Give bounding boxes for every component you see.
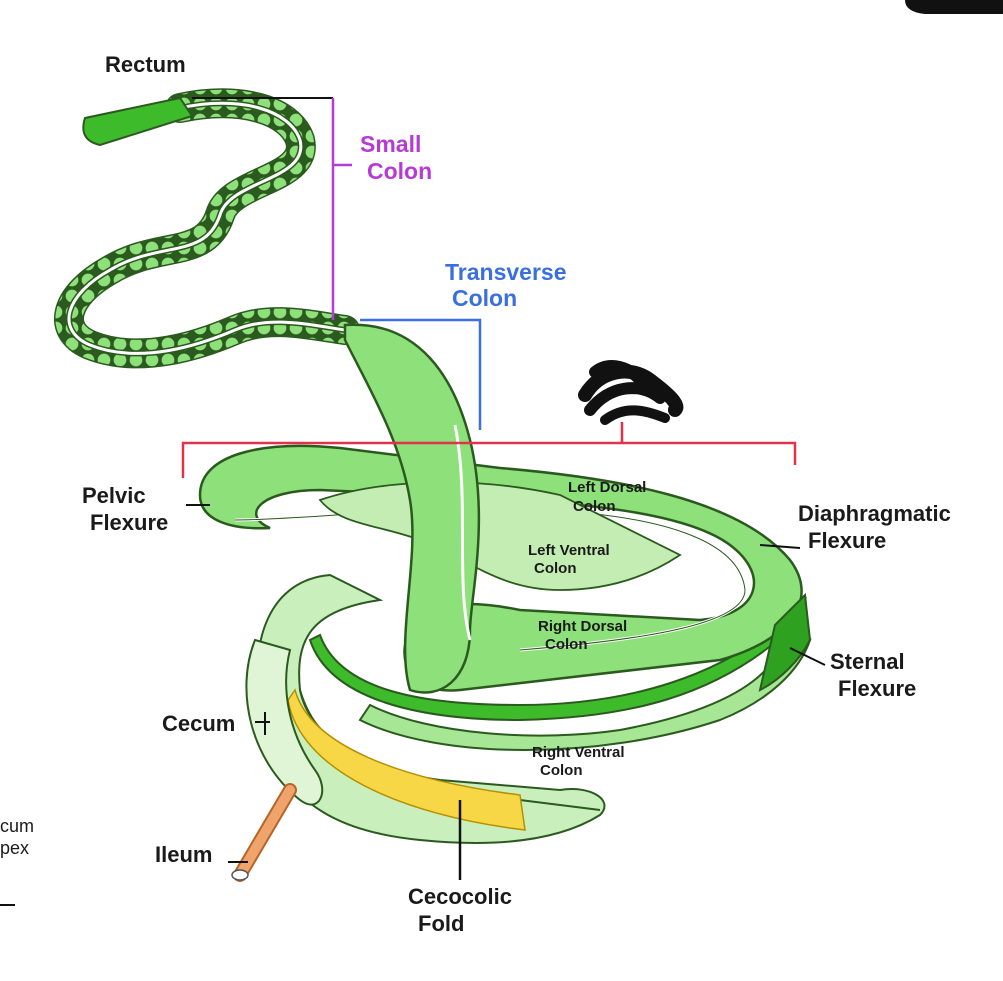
ileum-label: Ileum [155,842,212,867]
small-colon-bracket [331,98,352,320]
corner-shape [905,0,1003,14]
rectum-label: Rectum [105,52,186,77]
left-ventral-colon-label-line1: Left Ventral [528,542,610,559]
redaction-scribble [578,360,684,425]
pelvic-flexure-label-line1: Pelvic [82,483,146,508]
small-colon-shape [54,88,360,369]
right-ventral-colon-label-line1: Right Ventral [532,744,625,761]
diaphragmatic-flexure-label-line2: Flexure [808,528,886,553]
right-ventral-colon-label-line2: Colon [540,762,583,779]
left-dorsal-colon-label-line2: Colon [573,498,616,515]
large-colon-bracket [181,422,797,478]
rectum-shape [82,96,194,147]
diaphragmatic-flexure-label-line1: Diaphragmatic [798,501,951,526]
cecocolic-fold-label-line1: Cecocolic [408,884,512,909]
sternal-flexure-shape [758,592,812,692]
left-dorsal-colon-label-line1: Left Dorsal [568,479,646,496]
small-colon-label-line1: Small [360,131,421,157]
transverse-colon-label-line2: Colon [452,285,517,311]
pelvic-flexure-label-line2: Flexure [90,510,168,535]
transverse-colon-shape [343,323,481,694]
sternal-flexure-leader [789,647,826,666]
cecum-label: Cecum [162,711,235,736]
transverse-colon-bracket [360,318,482,430]
diaphragmatic-flexure-leader [759,544,801,549]
sternal-flexure-label-line2: Flexure [838,676,916,701]
cecocolic-fold-label-line2: Fold [418,911,464,936]
cecum-apex-label-line1: cum [0,816,34,836]
small-colon-label-line2: Colon [367,158,432,184]
left-ventral-colon-label-line2: Colon [534,560,577,577]
transverse-colon-label-line1: Transverse [445,259,566,285]
right-dorsal-colon-label-line2: Colon [545,636,588,653]
cecum-apex-label-line2: pex [0,838,29,858]
cecocolic-fold-shape [287,688,526,831]
sternal-flexure-label-line1: Sternal [830,649,905,674]
cecum-shape [245,638,324,806]
cecum-leader [255,712,270,735]
right-dorsal-colon-label-line1: Right Dorsal [538,618,627,635]
